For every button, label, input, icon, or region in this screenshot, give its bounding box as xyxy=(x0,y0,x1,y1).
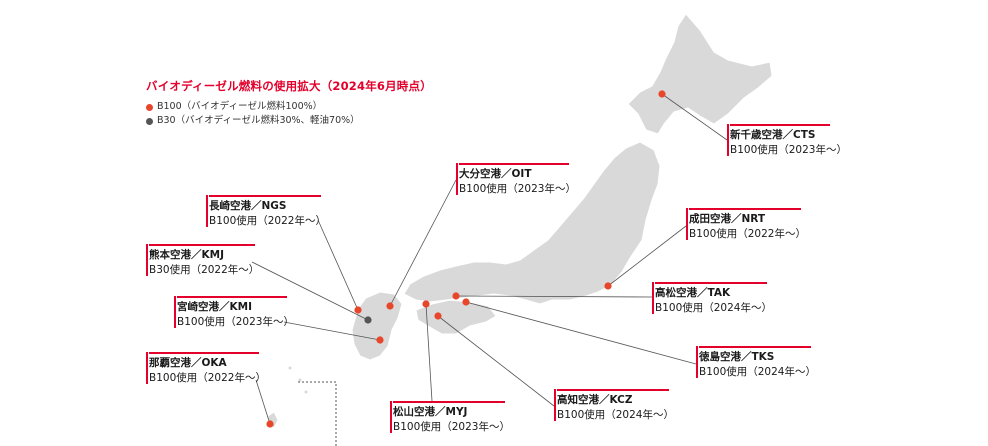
airport-name: 新千歳空港／CTS xyxy=(730,124,830,143)
airport-name: 高松空港／TAK xyxy=(655,282,767,301)
airport-usage: B100使用（2023年～） xyxy=(459,183,576,195)
island-dot xyxy=(298,378,302,382)
leader-line-tks xyxy=(465,301,697,365)
airport-usage: B100使用（2022年～） xyxy=(209,215,326,227)
airport-dot-cts xyxy=(658,90,666,98)
leader-line-tak xyxy=(455,295,653,298)
airport-dot-kmi xyxy=(376,336,384,344)
leader-line-oit xyxy=(389,179,457,307)
legend-title: バイオディーゼル燃料の使用拡大（2024年6月時点） xyxy=(146,79,432,93)
leader-line-kmj xyxy=(251,261,369,321)
airport-name: 成田空港／NRT xyxy=(689,208,801,227)
leader-line-kmi xyxy=(283,321,381,341)
airport-usage: B100使用（2022年～） xyxy=(149,372,266,384)
legend-b100: B100（バイオディーゼル燃料100%） xyxy=(146,100,432,114)
airport-dot-kmj xyxy=(364,316,372,324)
leader-line-myj xyxy=(425,303,433,402)
airport-name: 那覇空港／OKA xyxy=(149,352,259,371)
airport-usage: B100使用（2023年～） xyxy=(393,421,510,433)
airport-dot-tks xyxy=(462,298,470,306)
island-dot xyxy=(304,390,308,394)
b30-dot-icon xyxy=(146,117,153,125)
airport-usage: B100使用（2023年～） xyxy=(177,316,294,328)
airport-dot-nrt xyxy=(604,282,612,290)
airport-usage: B100使用（2024年～） xyxy=(655,302,772,314)
legend-b30-label: B30（バイオディーゼル燃料30%、軽油70%） xyxy=(157,115,360,126)
airport-name: 宮崎空港／KMI xyxy=(177,296,287,315)
airport-usage: B100使用（2024年～） xyxy=(699,366,816,378)
shikoku-landmass xyxy=(415,299,497,335)
leader-line-ngs xyxy=(317,219,359,311)
airport-dots xyxy=(266,90,666,428)
leader-line-oka xyxy=(255,379,271,425)
airport-name: 熊本空港／KMJ xyxy=(149,244,255,263)
airport-usage: B100使用（2023年～） xyxy=(730,144,847,156)
airport-dot-tak xyxy=(452,292,460,300)
airport-usage: B100使用（2024年～） xyxy=(557,409,674,421)
kyushu-landmass xyxy=(351,291,403,361)
hokkaido-landmass xyxy=(627,13,773,135)
airport-name: 徳島空港／TKS xyxy=(699,346,811,365)
leader-line-kcz xyxy=(437,315,555,407)
inset-border xyxy=(298,381,337,446)
airport-dot-oit xyxy=(386,302,394,310)
leader-line-cts xyxy=(661,93,728,141)
airport-name: 松山空港／MYJ xyxy=(393,401,505,420)
airport-dot-myj xyxy=(422,300,430,308)
honshu-landmass xyxy=(403,141,661,305)
leader-line-nrt xyxy=(607,225,687,287)
airport-name: 大分空港／OIT xyxy=(459,163,569,182)
airport-name: 高知空港／KCZ xyxy=(557,389,669,408)
airport-dot-kcz xyxy=(434,312,442,320)
legend: バイオディーゼル燃料の使用拡大（2024年6月時点） B100（バイオディーゼル… xyxy=(146,78,432,128)
airport-name: 長崎空港／NGS xyxy=(209,195,321,214)
airport-dot-ngs xyxy=(354,306,362,314)
airport-usage: B30使用（2022年～） xyxy=(149,264,260,276)
airport-dot-oka xyxy=(266,420,274,428)
island-dot xyxy=(288,366,292,370)
b100-dot-icon xyxy=(146,103,153,111)
legend-b100-label: B100（バイオディーゼル燃料100%） xyxy=(157,101,323,112)
airport-usage: B100使用（2022年～） xyxy=(689,228,806,240)
legend-b30: B30（バイオディーゼル燃料30%、軽油70%） xyxy=(146,114,432,128)
leader-lines xyxy=(251,93,728,425)
